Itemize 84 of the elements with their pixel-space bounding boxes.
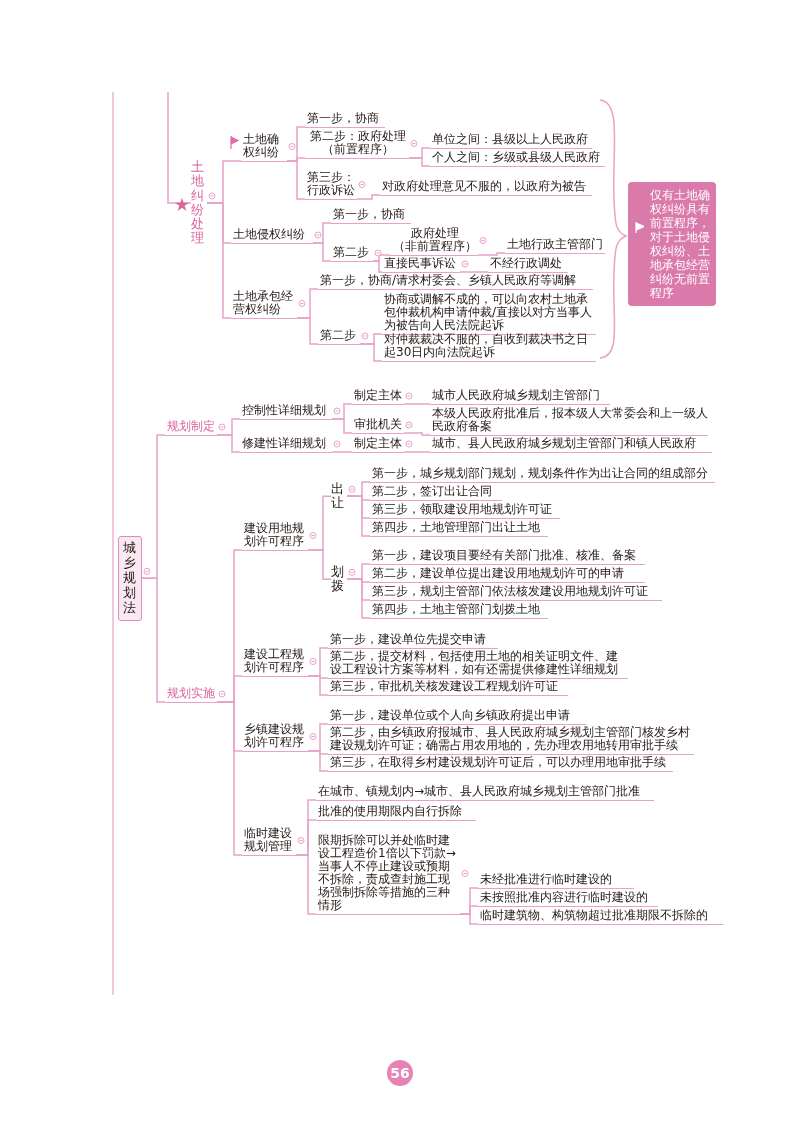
topic-label: 制定主体 bbox=[352, 437, 404, 453]
topic-label: 建设工程规划许可程序 bbox=[242, 648, 308, 677]
topic-label: 临时建设规划管理 bbox=[242, 827, 296, 856]
topic-label: 第三步，规划主管部门依法核发建设用地规划许可证 bbox=[370, 585, 662, 601]
branch-line bbox=[296, 317, 319, 345]
topic-label: 对政府处理意见不服的，以政府为被告 bbox=[380, 180, 592, 196]
topic-label: 第三步，在取得乡村建设规划许可证后，可以办理用地审批手续 bbox=[328, 756, 673, 772]
topic-label: 第三步，领取建设用地规划许可证 bbox=[370, 503, 560, 519]
topic-label: 在城市、镇规划内→城市、县人民政府城乡规划主管部门批准 bbox=[316, 785, 654, 801]
topic-label: 未经批准进行临时建设的 bbox=[478, 873, 634, 889]
topic-label: 第二步，由乡镇政府报城市、县人民政府城乡规划主管部门核发乡村建设规划许可证；确需占用农用地的，先办理农用地转用审批手续 bbox=[328, 726, 694, 755]
topic-label: 不经行政调处 bbox=[488, 257, 568, 273]
branch-heading: 规划实施 bbox=[165, 687, 217, 703]
topic-label: 第一步，建设单位先提交申请 bbox=[328, 633, 498, 649]
branch-line bbox=[403, 403, 431, 405]
branch-line bbox=[286, 160, 306, 200]
topic-label: 第一步，协商 bbox=[305, 112, 385, 128]
branch-line bbox=[307, 675, 329, 696]
branch-line bbox=[403, 432, 431, 436]
branch-heading: 土地纠纷处理 bbox=[191, 160, 207, 246]
branch-line bbox=[346, 578, 371, 619]
topic-label: 土地确权纠纷 bbox=[241, 133, 287, 162]
topic-label: 第四步，土地主管部门划拨土地 bbox=[370, 603, 548, 619]
topic-label: 临时建筑物、构筑物超过批准期限不拆除的 bbox=[478, 909, 723, 925]
topic-label: 土地侵权纠纷 bbox=[231, 228, 313, 244]
topic-label: 第一步，协商/请求村委会、乡镇人民政府等调解 bbox=[318, 274, 593, 290]
topic-label: 第一步，建设项目要经有关部门批准、核准、备案 bbox=[370, 549, 645, 565]
topic-label: 审批机关 bbox=[352, 418, 404, 434]
topic-label: 控制性详细规划 bbox=[240, 404, 332, 420]
branch-line bbox=[331, 451, 353, 453]
topic-label: 城市人民政府城乡规划主管部门 bbox=[430, 389, 610, 405]
topic-label: 限期拆除可以并处临时建设工程造价1倍以下罚款→当事人不停止建设或预期不拆除，责成查封施工现场强制拆除等措施的三种情形 bbox=[316, 834, 460, 915]
topic-label: 出让 bbox=[331, 482, 347, 511]
note-text: 仅有土地确权纠纷具有前置程序，对于土地侵权纠纷、土地承包经营纠纷无前置程序 bbox=[650, 188, 711, 300]
branch-heading: 规划制定 bbox=[165, 420, 217, 436]
topic-label: 第二步 bbox=[331, 246, 373, 262]
note-box bbox=[628, 182, 716, 306]
topic-label: 第二步，提交材料，包括使用土地的相关证明文件、建设工程设计方案等材料，如有还需提供修建性详细规划 bbox=[328, 650, 628, 679]
branch-line bbox=[403, 451, 431, 453]
branch-line bbox=[307, 750, 329, 772]
branch-line bbox=[356, 194, 381, 200]
topic-label: 单位之间：县级以上人民政府 bbox=[430, 133, 592, 149]
topic-label: 第二步，建设单位提出建设用地规划许可的申请 bbox=[370, 567, 645, 583]
topic-label: 个人之间：乡级或县级人民政府 bbox=[430, 151, 605, 167]
branch-line bbox=[459, 271, 489, 273]
topic-label: 第三步：行政诉讼 bbox=[305, 171, 357, 200]
branch-line bbox=[167, 91, 192, 204]
topic-label: 建设用地规划许可程序 bbox=[242, 522, 308, 551]
topic-label: 修建性详细规划 bbox=[240, 437, 332, 453]
topic-label: 制定主体 bbox=[352, 389, 404, 405]
branch-line bbox=[206, 202, 232, 319]
topic-label: 本级人民政府批准后，报本级人大常委会和上一级人民政府备案 bbox=[430, 407, 708, 436]
topic-label: 第三步，审批机关核发建设工程规划许可证 bbox=[328, 680, 568, 696]
topic-label: 第二步 bbox=[318, 329, 360, 345]
branch-line bbox=[307, 549, 332, 581]
branch-line bbox=[408, 157, 431, 167]
branch-line bbox=[459, 913, 479, 925]
root-topic: 城乡规划法 bbox=[118, 536, 142, 621]
branch-line bbox=[331, 418, 353, 434]
topic-label: 第四步，土地管理部门出让土地 bbox=[370, 521, 548, 537]
topic-label: 划拨 bbox=[331, 565, 347, 594]
topic-label: 土地行政主管部门 bbox=[505, 238, 605, 254]
topic-label: 第一步，建设单位或个人向乡镇政府提出申请 bbox=[328, 709, 586, 725]
branch-line bbox=[295, 854, 317, 915]
branch-line bbox=[312, 242, 332, 262]
topic-label: 城市、县人民政府城乡规划主管部门和镇人民政府 bbox=[430, 437, 712, 453]
page-number: 56 bbox=[387, 1060, 413, 1086]
branch-line bbox=[216, 434, 241, 453]
branch-line bbox=[372, 260, 383, 273]
branch-line bbox=[477, 252, 506, 256]
topic-label: 土地承包经营权纠纷 bbox=[231, 290, 297, 319]
topic-label: 第二步：政府处理（前置程序） bbox=[305, 130, 409, 159]
topic-label: 政府处理（非前置程序） bbox=[390, 227, 478, 256]
topic-label: 直接民事诉讼 bbox=[382, 257, 460, 273]
branch-line bbox=[141, 577, 166, 703]
topic-label: 批准的使用期限内自行拆除 bbox=[316, 805, 476, 821]
topic-label: 第二步，签订出让合同 bbox=[370, 485, 502, 501]
topic-label: 第一步，协商 bbox=[331, 208, 411, 224]
topic-label: 乡镇建设规划许可程序 bbox=[242, 723, 308, 752]
branch-line bbox=[346, 495, 371, 537]
topic-label: 对仲裁裁决不服的，自收到裁决书之日起30日内向法院起诉 bbox=[382, 333, 596, 362]
topic-label: 未按照批准内容进行临时建设的 bbox=[478, 891, 658, 907]
branch-line bbox=[359, 343, 383, 362]
topic-label: 第一步，城乡规划部门规划，规划条件作为出让合同的组成部分 bbox=[370, 467, 715, 483]
